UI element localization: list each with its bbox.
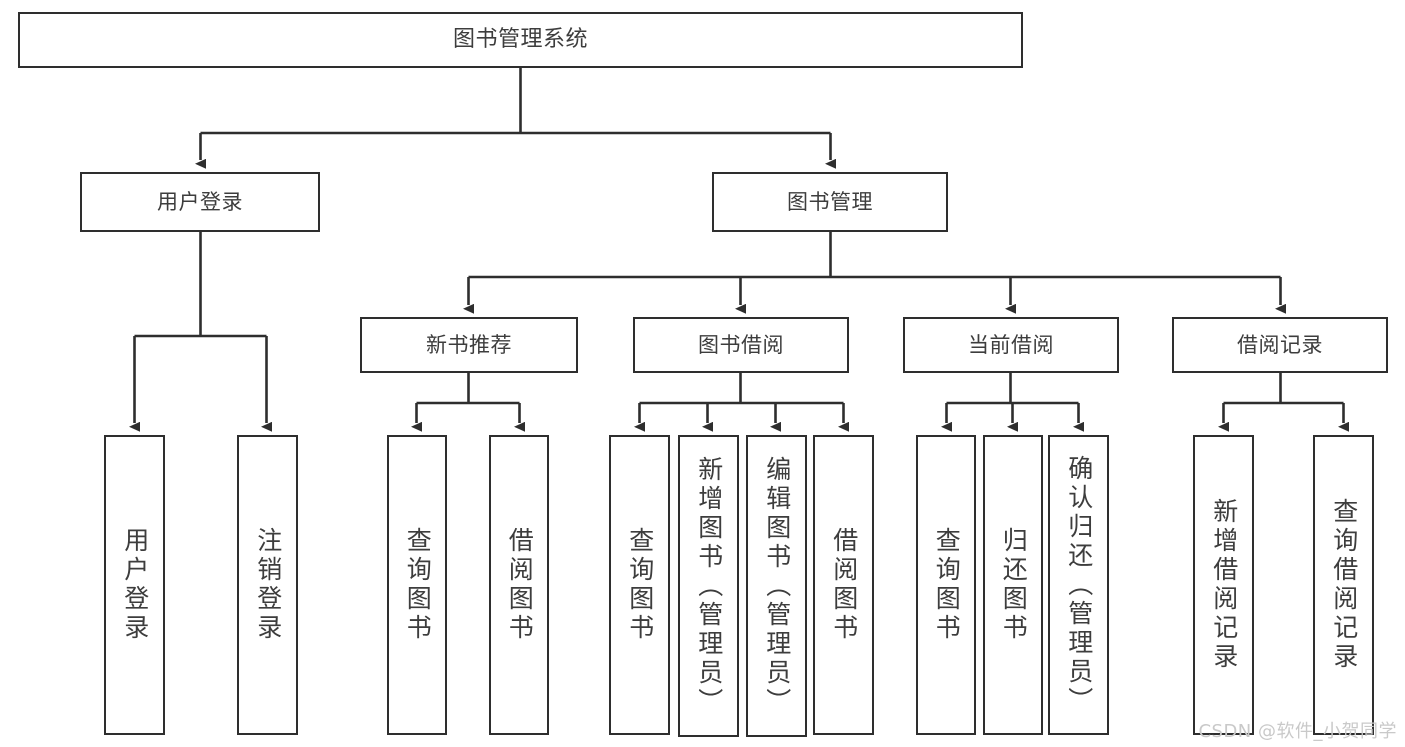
- node-root-label: 图书管理系统: [452, 27, 588, 53]
- node-leaf-borrow-book-2[interactable]: 借阅图书: [813, 435, 874, 735]
- node-leaf-query-record[interactable]: 查询借阅记录: [1313, 435, 1374, 735]
- node-leaf-query-record-label: 查询借阅记录: [1329, 498, 1359, 672]
- node-borrow-record[interactable]: 借阅记录: [1172, 317, 1388, 373]
- node-user-login-label: 用户登录: [157, 189, 243, 214]
- watermark-text: CSDN @软件_小贺同学: [1198, 721, 1397, 742]
- node-leaf-edit-book[interactable]: 编辑图书（管理员）: [746, 435, 807, 737]
- node-book-borrow-label: 图书借阅: [698, 332, 784, 357]
- node-leaf-user-login[interactable]: 用户登录: [104, 435, 165, 735]
- node-leaf-logout-label: 注销登录: [253, 527, 283, 643]
- node-leaf-borrow-book-1-label: 借阅图书: [505, 527, 535, 643]
- node-leaf-query-book-1-label: 查询图书: [403, 527, 433, 643]
- node-leaf-borrow-book-2-label: 借阅图书: [829, 527, 859, 643]
- node-leaf-query-book-2-label: 查询图书: [625, 527, 655, 643]
- node-leaf-query-book-3-label: 查询图书: [932, 527, 962, 643]
- node-book-management-label: 图书管理: [787, 189, 873, 214]
- node-leaf-confirm-return[interactable]: 确认归还（管理员）: [1048, 435, 1109, 735]
- node-leaf-add-book-label: 新增图书（管理员）: [694, 455, 724, 717]
- node-leaf-borrow-book-1[interactable]: 借阅图书: [489, 435, 549, 735]
- node-leaf-logout[interactable]: 注销登录: [237, 435, 298, 735]
- node-book-management[interactable]: 图书管理: [712, 172, 948, 232]
- node-user-login[interactable]: 用户登录: [80, 172, 320, 232]
- node-leaf-return-book-label: 归还图书: [999, 527, 1029, 643]
- node-leaf-query-book-3[interactable]: 查询图书: [916, 435, 976, 735]
- node-leaf-query-book-2[interactable]: 查询图书: [609, 435, 670, 735]
- node-root[interactable]: 图书管理系统: [18, 12, 1023, 68]
- node-leaf-edit-book-label: 编辑图书（管理员）: [762, 455, 792, 717]
- node-leaf-add-record-label: 新增借阅记录: [1209, 498, 1239, 672]
- node-new-book-recommend[interactable]: 新书推荐: [360, 317, 578, 373]
- node-leaf-confirm-return-label: 确认归还（管理员）: [1064, 454, 1094, 716]
- node-leaf-add-record[interactable]: 新增借阅记录: [1193, 435, 1254, 735]
- node-borrow-record-label: 借阅记录: [1237, 332, 1323, 357]
- node-new-book-recommend-label: 新书推荐: [426, 332, 512, 357]
- node-leaf-add-book[interactable]: 新增图书（管理员）: [678, 435, 739, 737]
- node-current-borrow-label: 当前借阅: [968, 332, 1054, 357]
- node-book-borrow[interactable]: 图书借阅: [633, 317, 849, 373]
- node-leaf-user-login-label: 用户登录: [120, 527, 150, 643]
- node-leaf-return-book[interactable]: 归还图书: [983, 435, 1043, 735]
- node-leaf-query-book-1[interactable]: 查询图书: [387, 435, 447, 735]
- node-current-borrow[interactable]: 当前借阅: [903, 317, 1119, 373]
